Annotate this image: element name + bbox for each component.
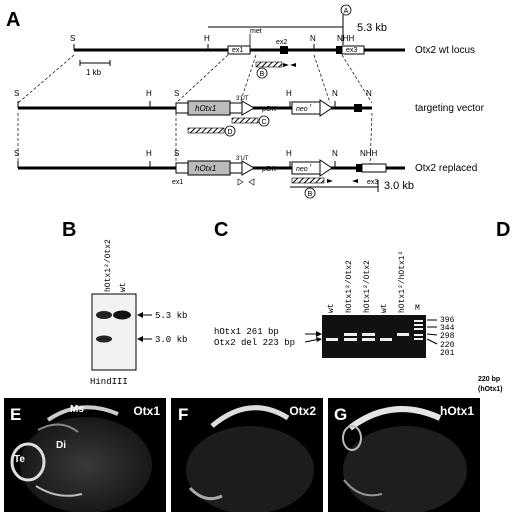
svg-text:N: N (332, 89, 338, 98)
svg-text:5.3 kb: 5.3 kb (155, 311, 187, 321)
svg-text:NHH: NHH (337, 34, 355, 43)
svg-text:ex3: ex3 (367, 179, 378, 186)
pcr-gel-bands (326, 320, 423, 341)
svg-text:pGK: pGK (262, 166, 276, 173)
svg-text:NHH: NHH (360, 149, 378, 158)
svg-text:S: S (70, 34, 75, 43)
targeting-vector-row: S H S hOtx1 3'UT pGK H neo r N N targeti… (14, 89, 485, 137)
wt-locus-row: S H ex1 met ex2 B N NHH ex3 Otx2 wt locu… (70, 28, 475, 79)
svg-text:H: H (204, 34, 210, 43)
label-te: Te (14, 454, 25, 465)
row-label-wt-locus: Otx2 wt locus (415, 45, 475, 56)
svg-text:ex1: ex1 (232, 47, 243, 54)
svg-text:H: H (146, 149, 152, 158)
alignment-dashes (17, 54, 373, 167)
svg-text:S: S (174, 149, 179, 158)
label-ms: Ms (70, 404, 84, 415)
svg-text:B: B (308, 191, 313, 198)
svg-text:M: M (415, 304, 420, 313)
panel-label-a: A (6, 9, 20, 31)
row-label-replaced: Otx2 replaced (415, 163, 477, 174)
panel-c-band-labels: hOtx1 261 bp Otx2 del 223 bp (214, 327, 322, 348)
svg-text:298: 298 (440, 332, 455, 341)
svg-text:hOtx1: hOtx1 (195, 164, 216, 173)
photo-panel-g: G hOtx1 (328, 398, 480, 512)
svg-text:hOtx1²/Otx2: hOtx1²/Otx2 (345, 260, 354, 313)
scale-bar-label: 1 kb (86, 68, 102, 77)
panel-label-e: E (10, 405, 21, 424)
size-bracket-top: A 5.3 kb (208, 4, 387, 45)
svg-text:r: r (310, 163, 312, 169)
svg-text:S: S (14, 149, 19, 158)
svg-text:hOtx1²/hOtx1²: hOtx1²/hOtx1² (398, 251, 407, 313)
svg-text:met: met (250, 28, 262, 35)
lane-b-hotx1-otx2: hOtx1²/Otx2 (104, 239, 113, 292)
svg-text:hOtx1²/Otx2: hOtx1²/Otx2 (363, 260, 372, 313)
row-label-targeting-vector: targeting vector (415, 103, 485, 114)
lane-b-wt: wt (119, 282, 128, 292)
svg-text:201: 201 (440, 349, 455, 358)
svg-text:wt: wt (327, 303, 336, 313)
svg-text:H: H (146, 89, 152, 98)
svg-text:r: r (310, 103, 312, 109)
svg-text:pGK: pGK (262, 106, 276, 113)
panel-label-c: C (214, 219, 228, 241)
panel-label-f: F (178, 405, 188, 424)
panel-b-lane-labels: hOtx1²/Otx2 wt (104, 239, 128, 292)
label-di: Di (56, 440, 66, 451)
photo-e-label: Otx1 (133, 404, 160, 418)
svg-text:wt: wt (380, 303, 389, 313)
size-3-0kb: 3.0 kb (384, 180, 414, 192)
panel-c-marker-sizes: 396 344 298 220 201 (426, 316, 455, 358)
svg-text:396: 396 (440, 316, 455, 325)
panel-d-note: 220 bp (478, 376, 500, 383)
panel-label-g: G (334, 405, 347, 424)
blot-band-53-wt (113, 310, 131, 320)
svg-text:hOtx1 261 bp: hOtx1 261 bp (214, 327, 279, 337)
blot-band-53-mut (96, 311, 112, 319)
svg-text:ex3: ex3 (346, 47, 357, 54)
panel-b-markers: 5.3 kb 3.0 kb (137, 311, 187, 345)
photo-panel-e: E Otx1 Ms Di Te (4, 398, 166, 512)
svg-text:N: N (332, 149, 338, 158)
svg-text:220: 220 (440, 341, 455, 350)
replaced-allele-row: S H S ex1 hOtx1 3'UT pGK H neo r N NHH e… (14, 149, 477, 199)
southern-blot (91, 293, 137, 371)
svg-text:S: S (174, 89, 179, 98)
svg-text:344: 344 (440, 324, 455, 333)
blot-band-30-mut (96, 335, 112, 343)
svg-text:H: H (286, 89, 292, 98)
photo-panel-f: F Otx2 (171, 398, 323, 512)
pcr-gel (322, 315, 426, 358)
svg-text:N: N (366, 89, 372, 98)
svg-text:neo: neo (296, 166, 308, 173)
svg-text:H: H (286, 149, 292, 158)
size-5-3kb: 5.3 kb (357, 22, 387, 34)
svg-text:N: N (310, 34, 316, 43)
panel-c-lane-labels: wt hOtx1²/Otx2 hOtx1²/Otx2 wt hOtx1²/hOt… (327, 251, 420, 313)
panel-d-note2: (hOtx1) (478, 386, 503, 393)
svg-text:3'UT: 3'UT (236, 156, 249, 162)
svg-text:Otx2 del 223 bp: Otx2 del 223 bp (214, 338, 295, 348)
svg-text:ex1: ex1 (172, 179, 183, 186)
svg-text:hOtx1: hOtx1 (195, 104, 216, 113)
svg-text:C: C (261, 119, 266, 126)
svg-text:B: B (260, 71, 265, 78)
panel-label-b: B (62, 219, 76, 241)
probe-a-label: A (344, 8, 349, 15)
svg-text:3.0 kb: 3.0 kb (155, 335, 187, 345)
svg-text:neo: neo (296, 106, 308, 113)
svg-text:3'UT: 3'UT (236, 96, 249, 102)
enzyme-label: HindIII (90, 377, 128, 387)
panel-label-d: D (496, 219, 510, 241)
photo-g-label: hOtx1 (440, 404, 474, 418)
svg-text:D: D (227, 129, 232, 136)
photo-f-label: Otx2 (289, 404, 316, 418)
svg-text:S: S (14, 89, 19, 98)
svg-text:ex2: ex2 (276, 39, 287, 46)
